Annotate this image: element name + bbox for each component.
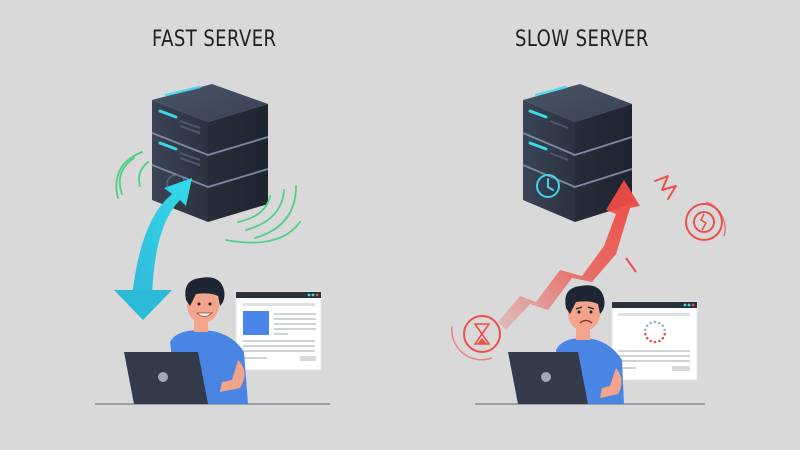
fast-server-title: FAST SERVER [152,27,277,52]
fast-server [151,84,269,222]
server-side [208,104,268,222]
laptop-slow[interactable] [508,352,588,404]
spinner-dot [658,321,661,325]
close-icon[interactable] [691,303,695,307]
spinner-dot [644,332,647,336]
broken-clock-icon [685,201,726,241]
arrow-head-down [114,290,172,320]
browser-window-fast[interactable] [235,291,322,371]
hair [185,277,225,306]
status-led [528,109,548,119]
image-placeholder [243,311,269,335]
laptop-logo [541,372,551,382]
button-placeholder [300,356,316,361]
wifi-waves-icon [115,151,301,244]
spinner-dot [649,321,652,325]
loading-spinner-icon [644,320,666,344]
spinner-dot [661,336,665,340]
smile [196,312,214,317]
status-led [528,141,548,151]
window-control[interactable] [307,293,311,297]
slow-connection-arrow [498,180,640,330]
server-top [152,84,268,122]
laptop-logo [158,372,168,382]
button-placeholder [672,366,690,371]
spinner-dot [663,328,666,332]
status-led [158,141,178,151]
spinner-dot [649,339,652,343]
clock-icon [536,174,560,198]
spinner-dot [653,340,657,344]
browser-titlebar [612,302,697,308]
fast-connection-arrow [114,178,192,320]
window-control[interactable] [687,303,691,307]
spinner-dot [645,324,649,328]
close-icon[interactable] [315,293,319,297]
browser-titlebar [236,292,321,298]
spinner-dot [645,336,649,340]
spark-line [625,257,637,273]
laptop-fast[interactable] [124,352,208,404]
hourglass-icon [451,315,501,361]
browser-window-slow[interactable] [611,301,698,381]
frown [579,319,593,324]
spinner-dot [661,324,665,328]
spinner-dot [658,339,661,343]
slow-server-title: SLOW SERVER [515,27,649,52]
window-control[interactable] [683,303,687,307]
spinner-dot [663,332,666,336]
window-control[interactable] [311,293,315,297]
spinner-dot [644,328,647,332]
spinner-dot [653,320,657,324]
status-led [158,109,178,119]
lightning-icon [654,175,677,200]
